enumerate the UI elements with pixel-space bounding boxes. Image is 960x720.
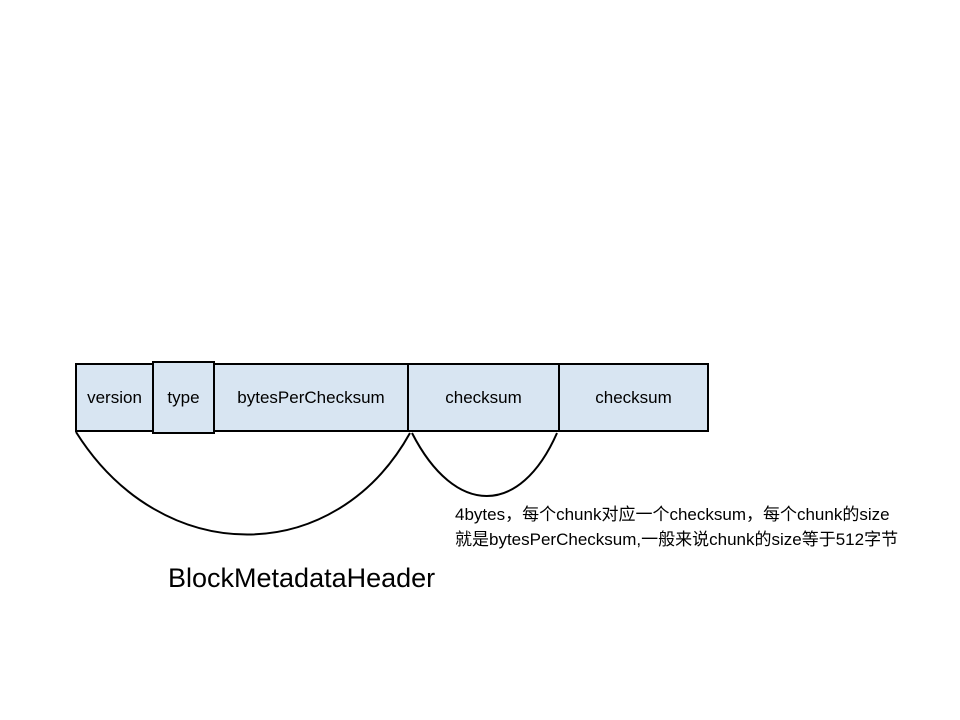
cell-checksum-1: checksum <box>407 363 560 432</box>
checksum-annotation-line2: 就是bytesPerChecksum,一般来说chunk的size等于512字节 <box>455 530 899 549</box>
checksum-brace-curve <box>411 432 558 497</box>
cell-version-label: version <box>87 387 142 407</box>
cell-type-label: type <box>167 387 200 407</box>
checksum-annotation-line1: 4bytes，每个chunk对应一个checksum，每个chunk的size <box>455 505 890 524</box>
cell-bytes-per-checksum-label: bytesPerChecksum <box>237 387 385 407</box>
cell-version: version <box>75 363 154 432</box>
checksum-annotation: 4bytes，每个chunk对应一个checksum，每个chunk的size … <box>455 502 898 552</box>
cell-checksum-2-label: checksum <box>595 387 672 407</box>
block-metadata-row: version type bytesPerChecksum checksum c… <box>75 361 709 434</box>
cell-type: type <box>152 361 215 434</box>
header-brace-curve <box>75 431 411 536</box>
cell-bytes-per-checksum: bytesPerChecksum <box>213 363 409 432</box>
block-metadata-header-caption: BlockMetadataHeader <box>168 563 436 593</box>
cell-checksum-1-label: checksum <box>445 387 522 407</box>
cell-checksum-2: checksum <box>558 363 709 432</box>
